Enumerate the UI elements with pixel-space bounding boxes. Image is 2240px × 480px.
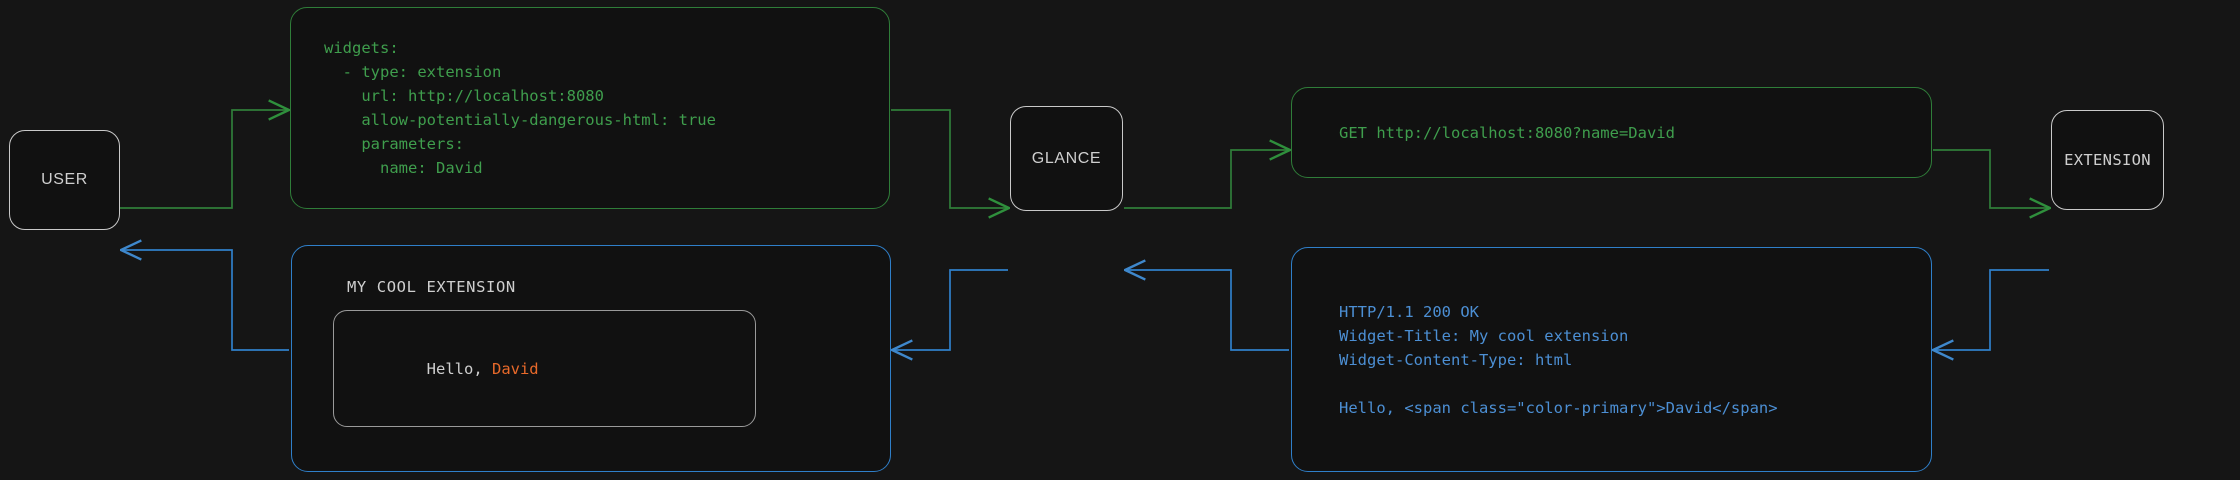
yaml-config-box: widgets: - type: extension url: http://l…: [290, 7, 890, 209]
edge-http-to-glance: [1126, 270, 1289, 351]
edge-get-to-extension: [1933, 149, 2049, 208]
http-request-line: GET http://localhost:8080?name=David: [1339, 123, 1675, 142]
edge-widget-to-user: [122, 250, 289, 351]
node-glance[interactable]: GLANCE: [1010, 106, 1123, 211]
http-response-line: Widget-Content-Type: html: [1339, 350, 1573, 369]
yaml-line: url: http://localhost:8080: [324, 87, 604, 105]
yaml-line: - type: extension: [324, 63, 502, 81]
http-response-line: HTTP/1.1 200 OK: [1339, 302, 1479, 321]
edge-yaml-to-glance: [891, 109, 1008, 208]
node-glance-label: GLANCE: [1031, 149, 1102, 167]
edge-glance-to-widget: [893, 269, 1008, 350]
node-extension-label: EXTENSION: [2064, 151, 2151, 169]
node-user-label: USER: [41, 171, 88, 188]
yaml-line: allow-potentially-dangerous-html: true: [324, 111, 716, 129]
widget-greeting: Hello, David: [352, 342, 539, 396]
edge-user-to-yaml: [120, 110, 288, 209]
edge-extension-to-http: [1934, 269, 2049, 350]
node-extension[interactable]: EXTENSION: [2051, 110, 2164, 210]
http-response-line: Widget-Title: My cool extension: [1339, 326, 1629, 345]
widget-greeting-name: David: [491, 359, 539, 378]
rendered-widget-box: MY COOL EXTENSION Hello, David: [291, 245, 891, 472]
edge-glance-to-get: [1124, 150, 1289, 209]
widget-content-area: Hello, David: [333, 310, 756, 427]
yaml-line: widgets:: [324, 39, 399, 57]
node-user[interactable]: USER: [9, 130, 120, 230]
http-response-line: [1339, 372, 1931, 396]
http-response-box: HTTP/1.1 200 OK Widget-Title: My cool ex…: [1291, 247, 1932, 472]
http-request-box: GET http://localhost:8080?name=David: [1291, 87, 1932, 178]
widget-greeting-prefix: Hello,: [426, 359, 492, 378]
http-response-line: Hello, <span class="color-primary">David…: [1339, 398, 1778, 417]
widget-title: MY COOL EXTENSION: [347, 278, 516, 296]
yaml-line: parameters:: [324, 135, 464, 153]
yaml-line: name: David: [324, 159, 483, 177]
